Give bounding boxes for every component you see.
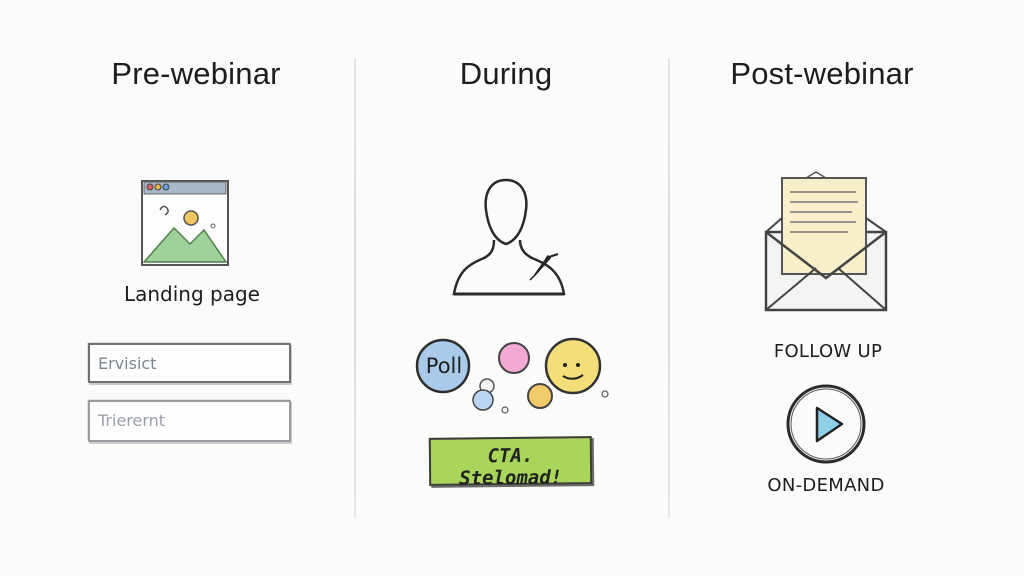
browser-window-icon <box>141 180 229 266</box>
person-silhouette-icon <box>452 178 566 296</box>
cta-button[interactable]: CTA. Stelomad! <box>428 436 593 490</box>
on-demand-label: ON-DEMAND <box>767 475 885 496</box>
poll-label: Poll <box>425 354 463 378</box>
poll-bubbles-icon <box>415 338 530 414</box>
email-field[interactable]: Ervisict <box>88 343 291 383</box>
column-divider-right <box>668 58 670 518</box>
envelope-icon <box>764 171 888 312</box>
pre-webinar-title: Pre-webinar <box>111 56 281 91</box>
landing-page-caption: Landing page <box>123 282 260 306</box>
post-webinar-title: Post-webinar <box>730 56 914 91</box>
emoji-icon <box>527 337 609 409</box>
play-icon[interactable] <box>784 384 870 464</box>
follow-up-label: FOLLOW UP <box>773 341 883 362</box>
text-field[interactable]: Trierernt <box>88 400 291 442</box>
column-divider-left <box>354 58 356 518</box>
during-title: During <box>459 56 553 91</box>
